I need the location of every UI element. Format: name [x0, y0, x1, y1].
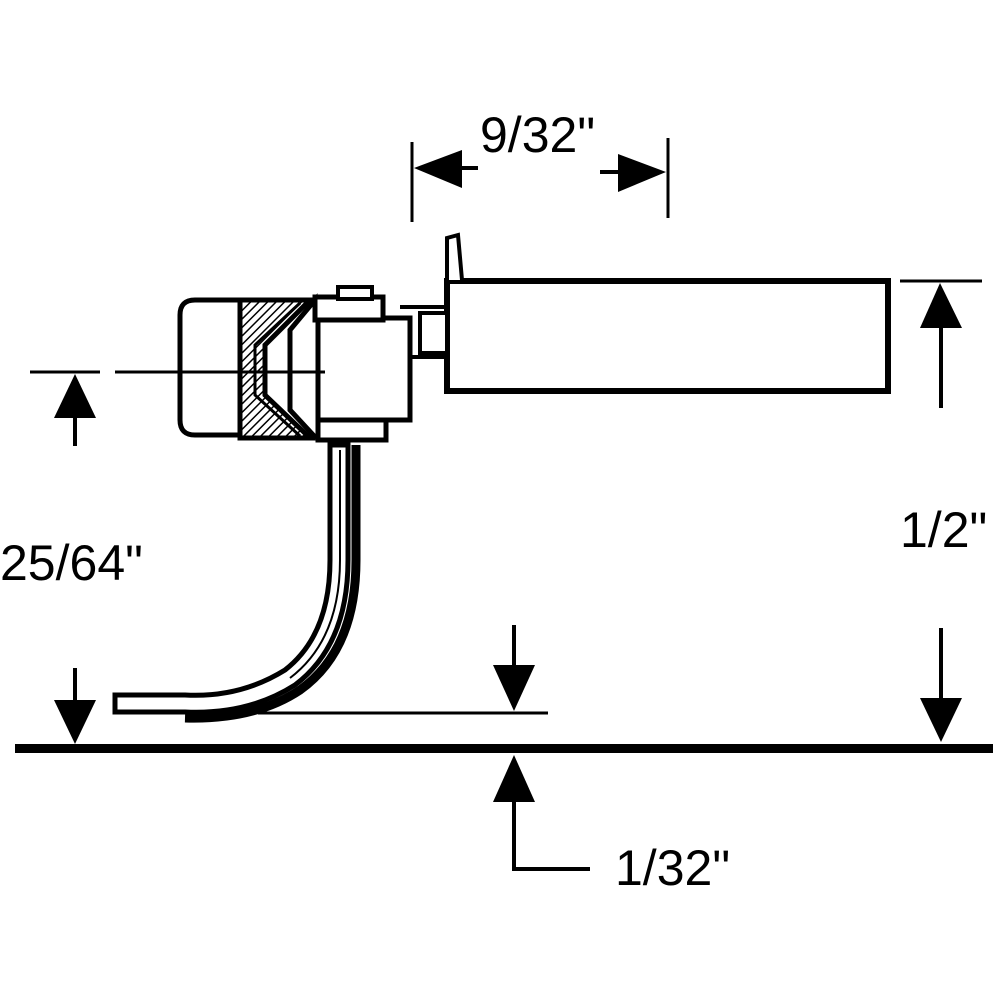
knuckle-chevron: [253, 301, 302, 438]
dim-1-32-arrow-up: [493, 755, 535, 802]
shank-stub: [418, 311, 449, 355]
rail-top-line: [15, 744, 993, 753]
knuckle-body: [237, 297, 317, 441]
trip-pin-highlight: [289, 450, 341, 679]
mounting-tab: [445, 232, 464, 281]
dim-25-64-arrow-up: [54, 374, 96, 418]
dim-1-32-arrow-down: [493, 665, 535, 711]
trip-pin-shading: [184, 445, 361, 723]
draft-gear-box: [444, 278, 891, 394]
label-pin-clearance: 1/32": [615, 840, 730, 896]
trip-pin-outline: [112, 442, 351, 715]
coupler-bottom-lug: [315, 417, 389, 443]
label-coupler-height: 25/64": [0, 535, 143, 591]
coupler-head-main: [315, 315, 413, 423]
dim-half-arrow-down: [920, 698, 962, 742]
dim-9-32-arrow-right: [618, 154, 666, 192]
label-shank-width: 9/32": [480, 107, 595, 163]
coupler-top-pin: [336, 285, 374, 301]
knuckle-face: [177, 297, 248, 438]
dim-half-arrow-up: [920, 283, 962, 328]
dim-25-64-arrow-down: [54, 700, 96, 744]
label-box-height: 1/2": [900, 502, 987, 558]
dim-9-32-arrow-left: [414, 150, 462, 188]
